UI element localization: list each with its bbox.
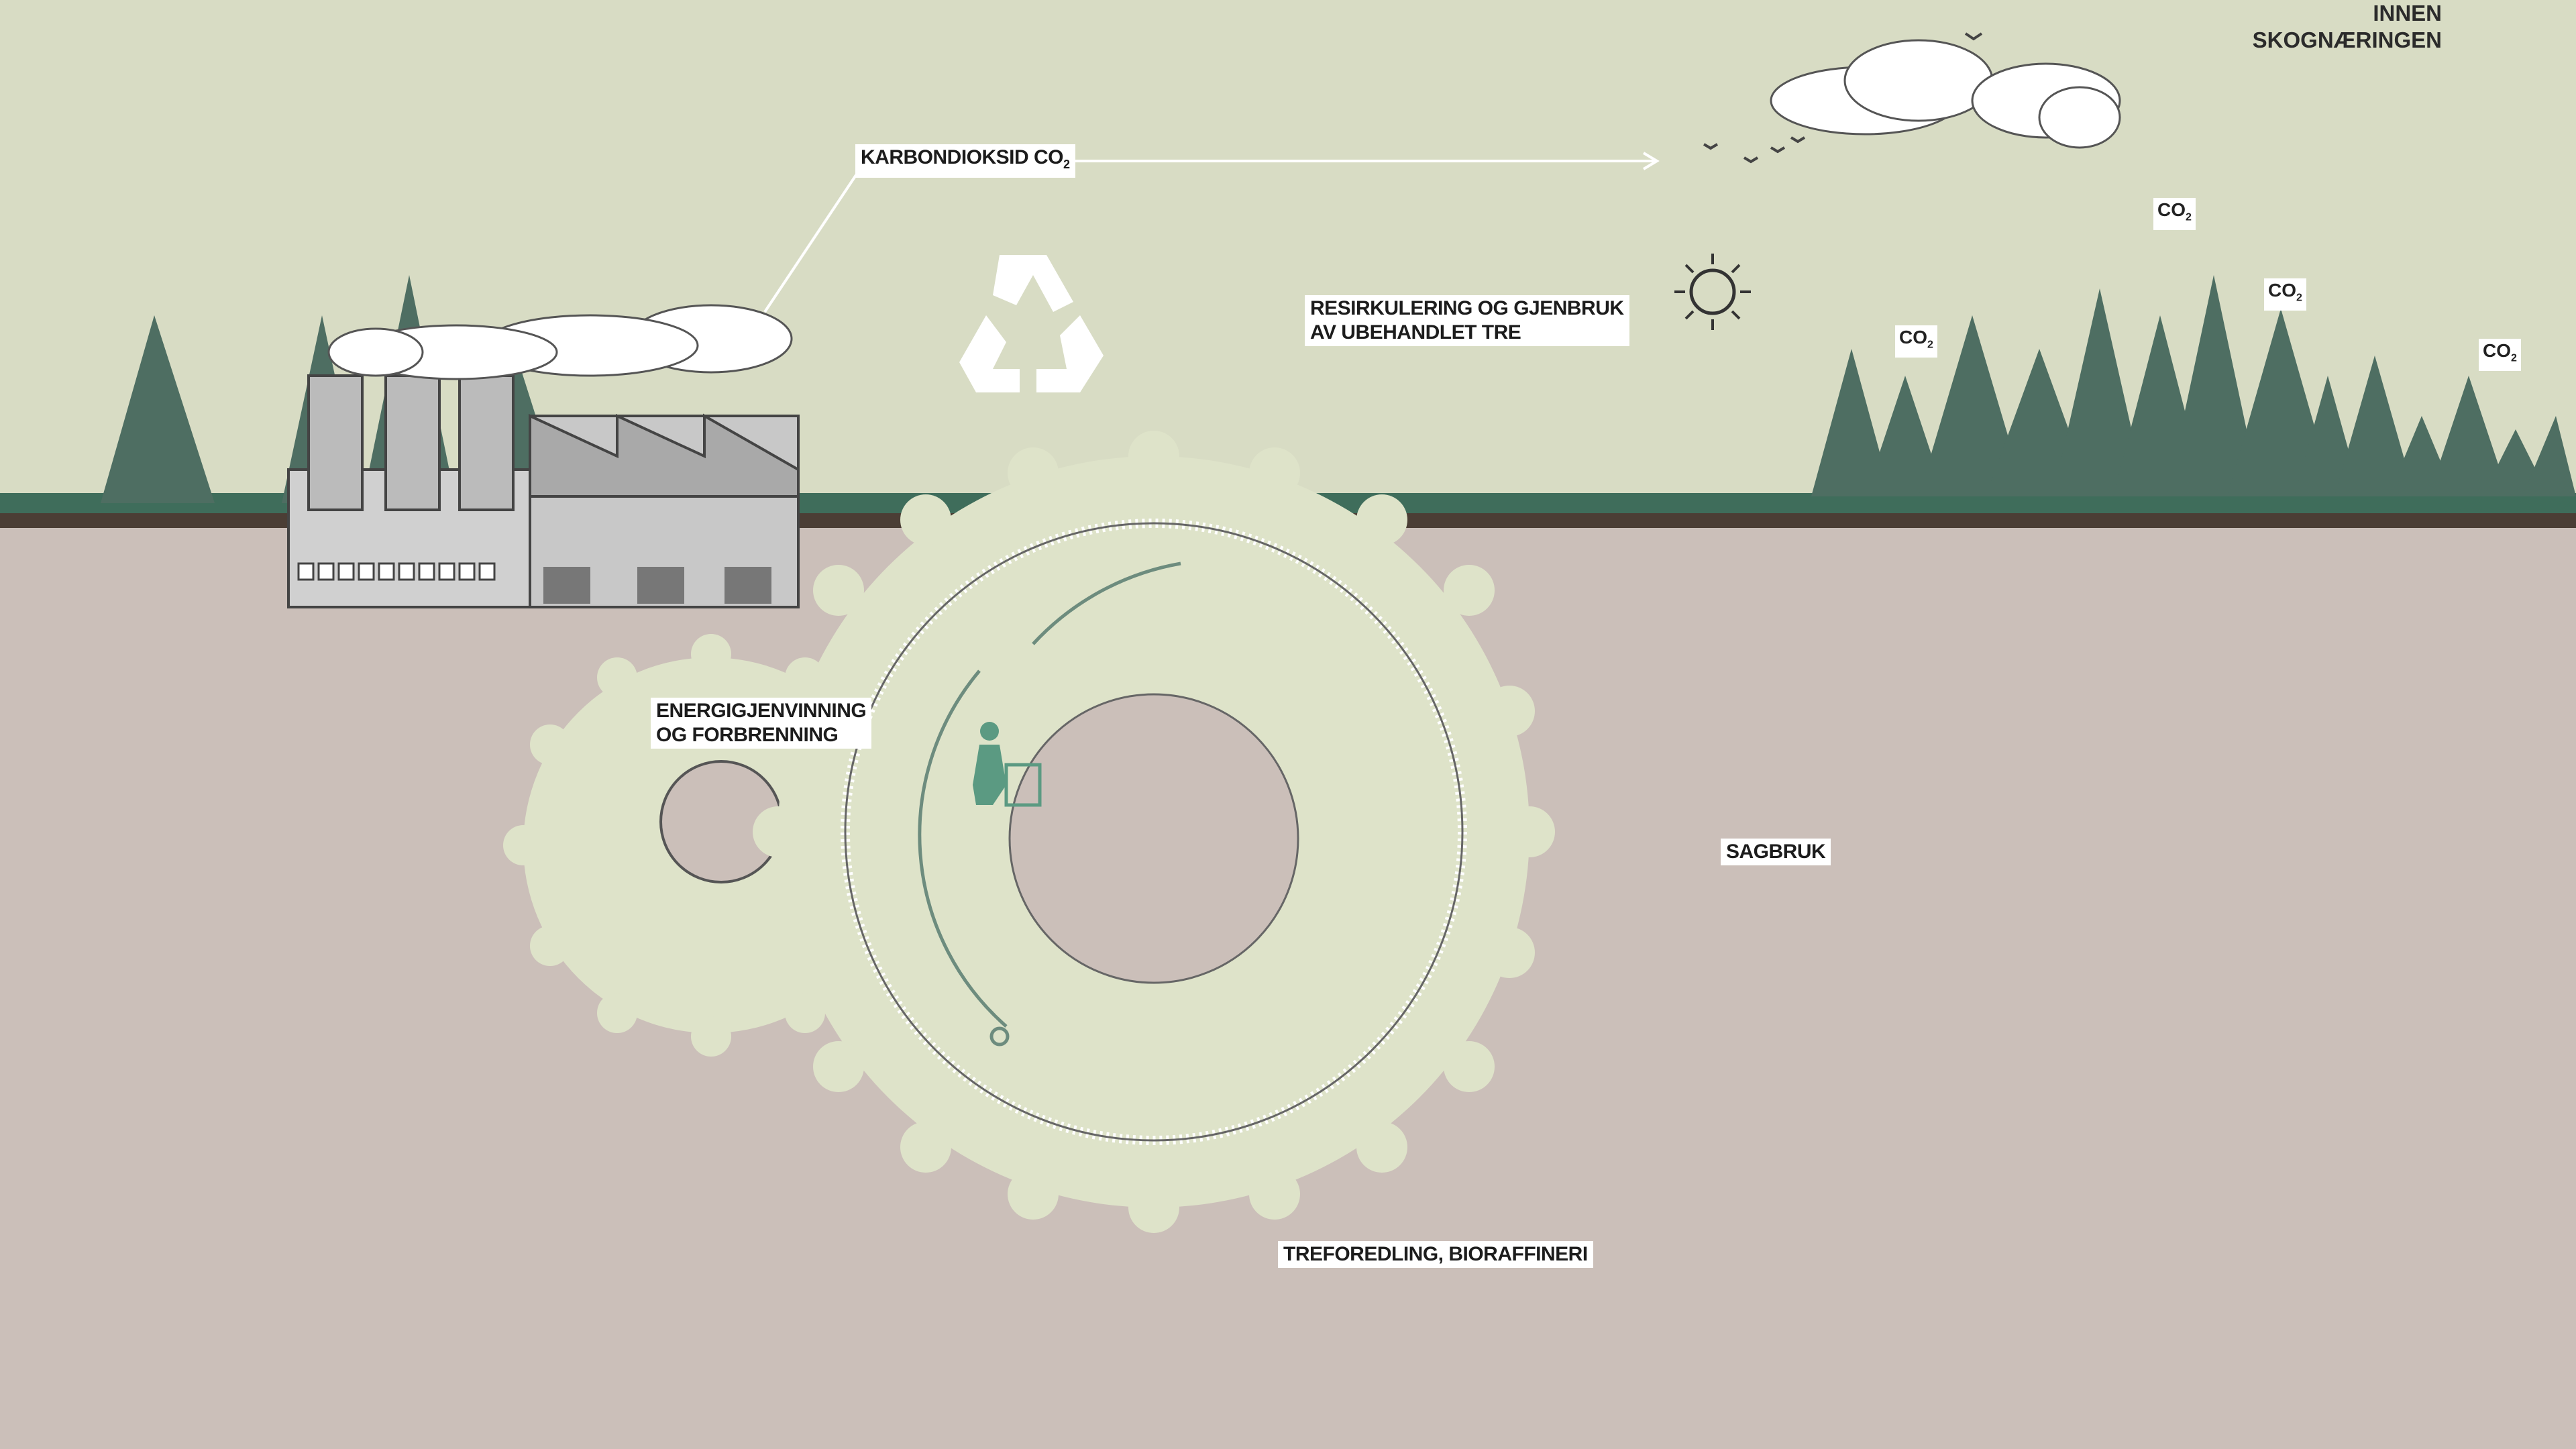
corner-title: INNEN SKOGNÆRINGEN — [2253, 0, 2442, 54]
recycle-icon — [959, 255, 1104, 392]
main-gear — [753, 431, 1555, 1233]
sun-icon — [1674, 254, 1751, 330]
energy-label-line-1: ENERGIGJENVINNING — [656, 700, 867, 722]
factory — [287, 374, 800, 608]
co2-marker-sub: 2 — [1927, 339, 1933, 351]
birds — [1703, 32, 1983, 164]
co2-emission-label: KARBONDIOKSID CO2 — [855, 144, 1075, 178]
energy-label-line-2: OG FORBRENNING — [656, 724, 839, 746]
refining-label-text: TREFOREDLING, BIORAFFINERI — [1283, 1243, 1588, 1265]
co2-emission-text: KARBONDIOKSID CO2 — [861, 146, 1070, 171]
co2-emission-main: KARBONDIOKSID CO — [861, 146, 1064, 168]
corner-title-line-2: SKOGNÆRINGEN — [2252, 28, 2442, 52]
cloud — [1770, 39, 2121, 149]
co2-leader-line — [763, 170, 860, 313]
sawmill-label: SAGBRUK — [1721, 839, 1831, 865]
refining-label: TREFOREDLING, BIORAFFINERI — [1278, 1241, 1593, 1268]
sawmill-label-text: SAGBRUK — [1726, 841, 1826, 863]
co2-marker: CO2 — [2153, 198, 2196, 230]
co2-arrow — [1046, 152, 1660, 170]
forest-right — [1811, 275, 2576, 496]
co2-marker: CO2 — [1895, 325, 1937, 358]
smoke-cloud — [327, 304, 793, 380]
co2-marker-text: CO — [2483, 340, 2511, 361]
recycling-label: RESIRKULERING OG GJENBRUK AV UBEHANDLET … — [1305, 295, 1629, 346]
energy-label: ENERGIGJENVINNING OG FORBRENNING — [651, 698, 872, 749]
co2-marker-sub: 2 — [2296, 292, 2302, 304]
recycling-label-line-2: AV UBEHANDLET TRE — [1310, 321, 1521, 343]
corner-title-line-1: INNEN — [2373, 1, 2442, 25]
recycling-label-line-1: RESIRKULERING OG GJENBRUK — [1310, 297, 1624, 319]
recycle-bin-icon — [973, 722, 1042, 807]
co2-marker-text: CO — [1899, 327, 1927, 347]
co2-marker-text: CO — [2268, 280, 2296, 301]
co2-emission-subscript: 2 — [1063, 158, 1070, 171]
co2-marker: CO2 — [2264, 278, 2306, 311]
co2-marker-text: CO — [2157, 199, 2186, 220]
co2-marker: CO2 — [2479, 339, 2521, 371]
co2-marker-sub: 2 — [2186, 211, 2192, 223]
co2-marker-sub: 2 — [2511, 352, 2517, 364]
